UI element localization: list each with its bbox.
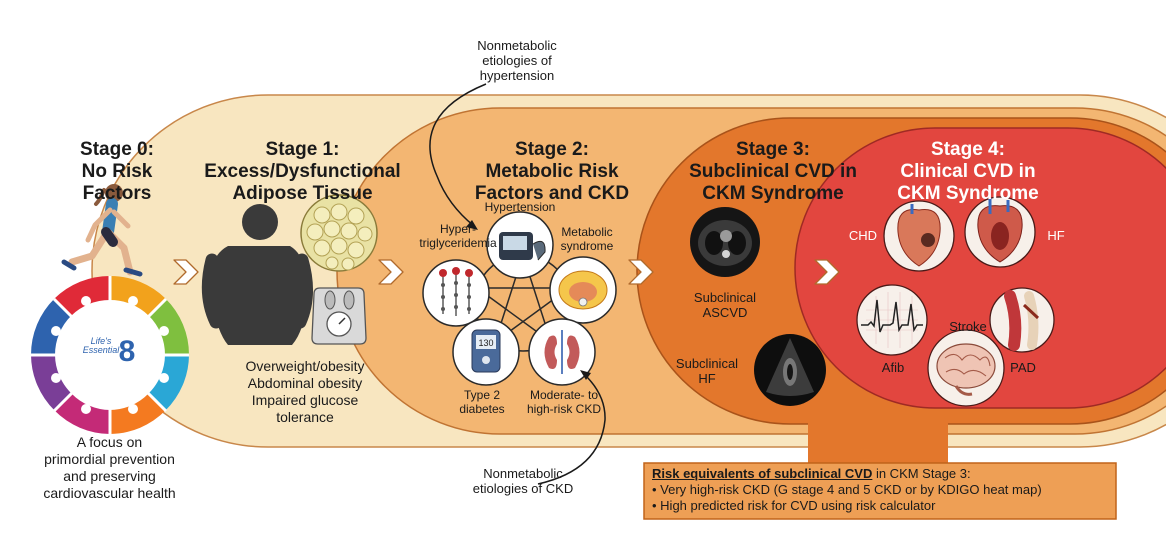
annotation-ckd-etiologies: Nonmetabolic etiologies of CKD	[448, 466, 598, 496]
kidney-icon	[528, 318, 596, 386]
arrowhead-icon	[580, 370, 591, 380]
chevron-arrow-icon	[173, 259, 199, 285]
stage4-title-line: Clinical CVD in	[900, 161, 1036, 182]
risk-box-bullet: • Very high-risk CKD (G stage 4 and 5 CK…	[652, 482, 1042, 497]
ckd-etiology-arrow	[537, 373, 606, 485]
logo-line: Life's	[90, 336, 112, 346]
label-line: diabetes	[459, 402, 505, 416]
heart-failure-icon	[977, 198, 1023, 263]
obese-body-silhouette-icon	[201, 204, 314, 345]
hypertension-label: Hypertension	[484, 200, 556, 214]
risk-box-heading: Risk equivalents of subclinical CVD in C…	[652, 466, 1114, 482]
stage3-title-line: Stage 3:	[736, 139, 810, 160]
risk-box-content: Risk equivalents of subclinical CVD in C…	[652, 466, 1114, 514]
stage4-title: Stage 4: Clinical CVD in CKM Syndrome	[873, 139, 1063, 205]
pad-label: PAD	[1010, 360, 1036, 375]
coronary-heart-icon	[897, 204, 941, 267]
stage2-title-line: Metabolic Risk	[485, 161, 619, 182]
stage0-title-line: Stage 0:	[80, 139, 154, 160]
label-line: ASCVD	[702, 305, 748, 320]
lifes-essential-number: 8	[118, 335, 136, 368]
label-line: triglyceridemia	[419, 236, 497, 250]
annotation-line: Nonmetabolic	[483, 466, 563, 481]
artery-plaque-icon	[1004, 290, 1040, 351]
stage1-item: Overweight/obesity	[245, 358, 365, 374]
stage4-title-line: CKM Syndrome	[897, 183, 1039, 204]
ecg-trace-icon	[861, 292, 923, 348]
stage1-title-line: Stage 1:	[265, 139, 340, 160]
stage0-caption: A focus on primordial prevention and pre…	[17, 434, 202, 502]
glucometer-reading: 130	[478, 338, 493, 348]
hf-label: HF	[1047, 228, 1065, 243]
annotation-line: hypertension	[479, 68, 555, 83]
label-line: Subclinical	[693, 290, 757, 305]
caption-line: and preserving	[63, 468, 156, 484]
stage2-title-line: Stage 2:	[515, 139, 589, 160]
glucometer-icon: 130	[452, 318, 520, 386]
risk-box-heading-bold: Risk equivalents of subclinical CVD	[652, 466, 873, 481]
chevron-arrow-icon	[628, 259, 654, 285]
stage0-title: Stage 0: No Risk Factors	[52, 139, 182, 205]
caption-line: A focus on	[76, 434, 143, 450]
scale-icon	[311, 287, 367, 345]
risk-box-bullet: • High predicted risk for CVD using risk…	[652, 498, 936, 513]
label-line: Metabolic	[561, 225, 613, 239]
stroke-label: Stroke	[949, 319, 987, 334]
annotation-line: etiologies of CKD	[472, 481, 574, 496]
triglyceride-molecule-icon	[422, 259, 490, 327]
arrowhead-icon	[466, 220, 478, 230]
abdominal-cross-section-icon	[549, 256, 617, 324]
label-line: Subclinical	[675, 356, 739, 371]
stage1-item: Impaired glucose	[251, 392, 359, 408]
stage2-title-line: Factors and CKD	[474, 183, 630, 204]
logo-line: Essential	[82, 345, 120, 355]
label-line: Hyper-	[439, 222, 476, 236]
chevron-arrow-icon	[814, 259, 840, 285]
label-line: Moderate- to	[529, 388, 599, 402]
annotation-line: Nonmetabolic	[477, 38, 557, 53]
afib-label: Afib	[881, 360, 905, 375]
stage3-title-line: CKM Syndrome	[702, 183, 844, 204]
adipose-tissue-icon	[300, 194, 378, 272]
chevron-arrow-icon	[378, 259, 404, 285]
subclinical-hf-label: Subclinical HF	[667, 356, 747, 386]
hypertension-etiology-arrow	[429, 83, 487, 227]
stage1-items: Overweight/obesity Abdominal obesity Imp…	[210, 358, 400, 426]
annotation-hypertension-etiologies: Nonmetabolic etiologies of hypertension	[447, 38, 587, 83]
runner-icon	[61, 184, 143, 277]
label-line: syndrome	[560, 239, 614, 253]
ct-scan-image	[690, 207, 760, 277]
caption-line: primordial prevention	[44, 451, 175, 467]
risk-equivalents-box	[643, 462, 1117, 520]
stage0-title-line: No Risk Factors	[81, 161, 153, 204]
label-line: Type 2	[463, 388, 501, 402]
stage1-title-line: Excess/Dysfunctional	[204, 161, 401, 182]
metabolic-syndrome-label: Metabolic syndrome	[552, 225, 622, 253]
label-line: high-risk CKD	[526, 402, 601, 416]
echocardiogram-image	[754, 334, 826, 406]
risk-box-heading-rest: in CKM Stage 3:	[872, 466, 971, 481]
stage1-title-line: Adipose Tissue	[232, 183, 373, 204]
lifes-essential-8-logo	[30, 275, 190, 434]
stage1-item: Abdominal obesity	[247, 375, 363, 391]
ckd-label: Moderate- to high-risk CKD	[517, 388, 611, 416]
stage3-title: Stage 3: Subclinical CVD in CKM Syndrome	[683, 139, 863, 205]
stage1-item: tolerance	[276, 409, 334, 425]
label-line: HF	[698, 371, 716, 386]
stage3-tab	[808, 418, 948, 466]
blood-pressure-monitor-icon	[486, 211, 554, 279]
subclinical-ascvd-label: Subclinical ASCVD	[685, 290, 765, 320]
type2-diabetes-label: Type 2 diabetes	[447, 388, 517, 416]
stage3-title-line: Subclinical CVD in	[689, 161, 857, 182]
stage4-title-line: Stage 4:	[931, 139, 1005, 160]
annotation-line: etiologies of	[482, 53, 552, 68]
caption-line: cardiovascular health	[43, 485, 176, 501]
stage2-title: Stage 2: Metabolic Risk Factors and CKD	[462, 139, 642, 205]
stage1-title: Stage 1: Excess/Dysfunctional Adipose Ti…	[195, 139, 410, 205]
lifes-essential-label: Life's Essential	[70, 337, 132, 355]
hypertriglyceridemia-label: Hyper- triglyceridemia	[408, 222, 508, 250]
chd-label: CHD	[848, 228, 878, 243]
brain-icon	[936, 343, 996, 396]
